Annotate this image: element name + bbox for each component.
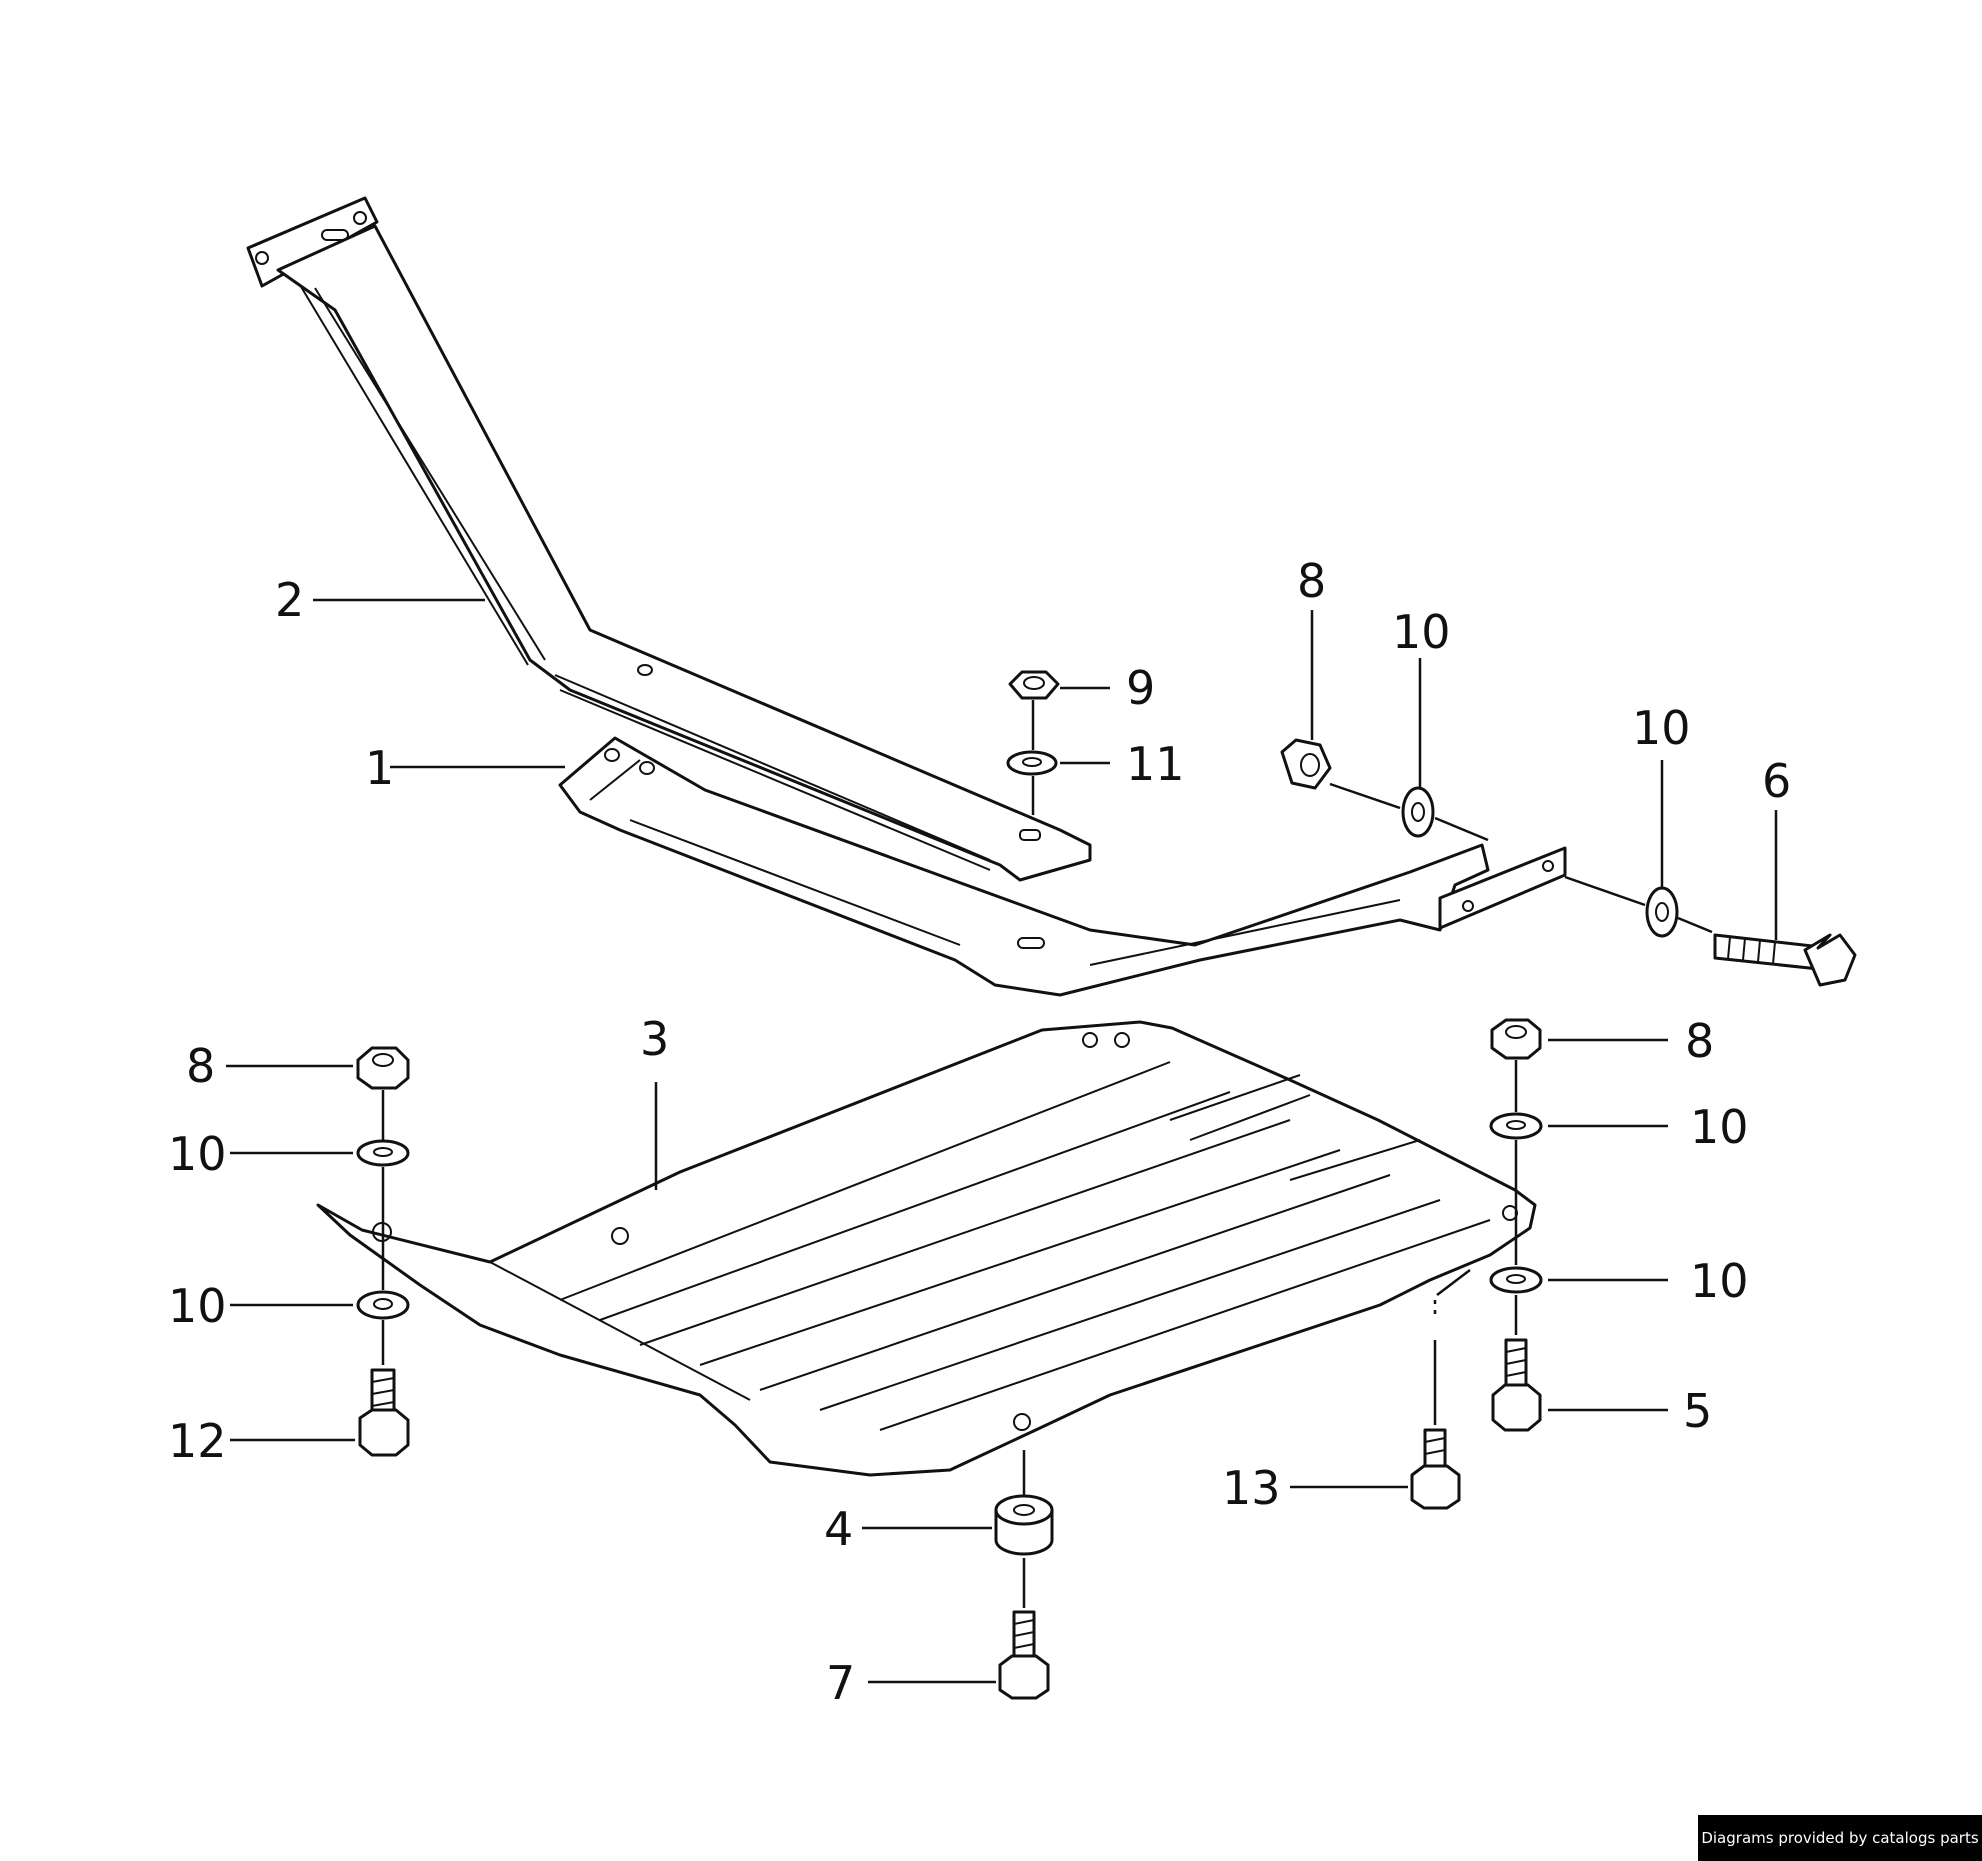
spacer-4-icon	[994, 1494, 1054, 1556]
callout-8-left: 8	[186, 1039, 215, 1093]
bolt-6-icon	[1713, 933, 1857, 987]
nut-8-top-icon	[1280, 738, 1332, 790]
callout-12: 12	[168, 1414, 227, 1468]
callout-6: 6	[1762, 754, 1791, 808]
callout-5: 5	[1683, 1384, 1712, 1438]
callout-10-top: 10	[1392, 605, 1451, 659]
washer-10-right-icon	[1645, 886, 1679, 938]
callout-10-right-top: 10	[1632, 701, 1691, 755]
bolt-7-icon	[998, 1610, 1050, 1700]
callout-3: 3	[640, 1012, 669, 1066]
washer-10-top-icon	[1401, 786, 1435, 838]
nut-8-right-icon	[1490, 1018, 1542, 1060]
callout-8-top: 8	[1297, 554, 1326, 608]
part-3-skid-plate	[316, 1020, 1537, 1477]
callout-11: 11	[1126, 737, 1185, 791]
nut-9-icon	[1008, 670, 1060, 700]
credit-banner: Diagrams provided by catalogs parts	[1698, 1815, 1982, 1861]
bolt-5-icon	[1491, 1338, 1542, 1432]
callout-4: 4	[824, 1502, 853, 1556]
callout-10-right-bottom: 10	[1690, 1254, 1749, 1308]
callout-10-right-mid: 10	[1690, 1100, 1749, 1154]
callout-8-right: 8	[1685, 1014, 1714, 1068]
washer-10-right-top-icon	[1489, 1112, 1543, 1140]
washer-11-icon	[1006, 750, 1058, 776]
nut-8-left-icon	[356, 1046, 410, 1090]
part-2-brace	[246, 196, 1092, 882]
callout-13: 13	[1222, 1461, 1281, 1515]
washer-10-left-bottom-icon	[356, 1290, 410, 1320]
washer-10-left-top-icon	[356, 1139, 410, 1167]
callout-9: 9	[1126, 661, 1155, 715]
part-1-brace	[558, 736, 1567, 997]
callout-10-left-top: 10	[168, 1127, 227, 1181]
callout-10-left-bottom: 10	[168, 1279, 227, 1333]
bolt-13-icon	[1410, 1428, 1461, 1510]
bolt-12-icon	[358, 1368, 410, 1457]
callout-1: 1	[365, 741, 394, 795]
washer-10-right-bottom-icon	[1489, 1266, 1543, 1294]
callout-7: 7	[826, 1656, 855, 1710]
callout-2: 2	[275, 573, 304, 627]
